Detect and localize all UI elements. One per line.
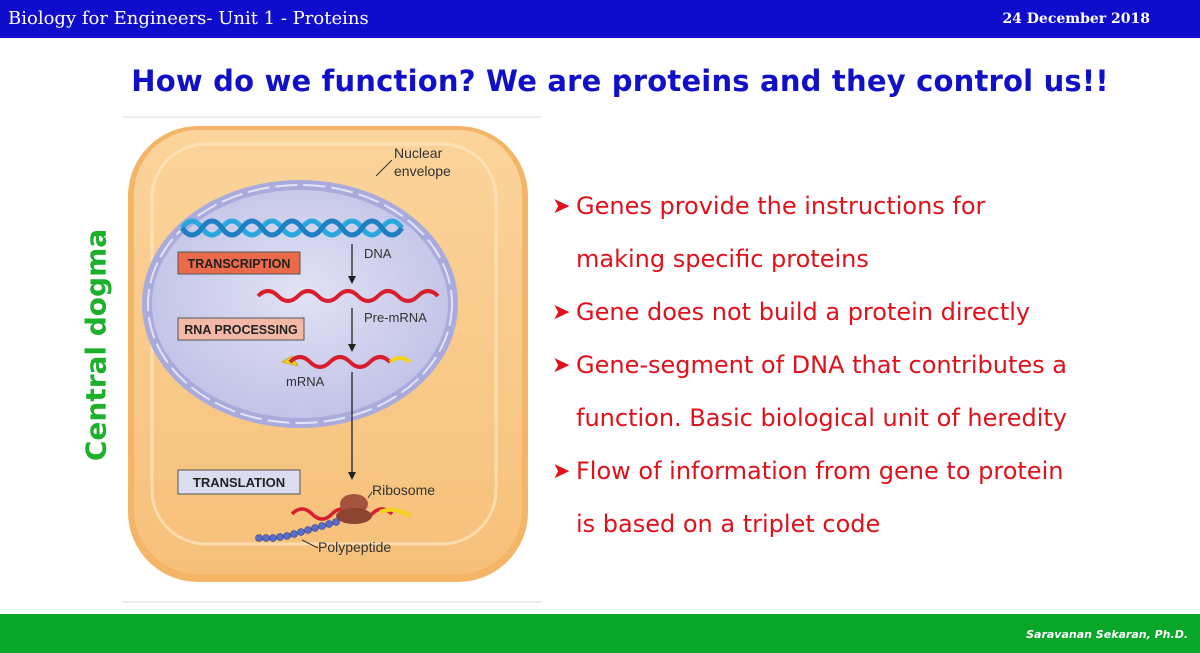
polypeptide-label: Polypeptide — [318, 539, 391, 555]
central-dogma-figure: Nuclear envelope DNA TRANSCRIPTION Pre-m… — [122, 116, 542, 603]
bullet-text: Genes provide the instructions for — [576, 192, 986, 220]
bullet-item: ➤ Gene does not build a protein directly — [552, 286, 1192, 339]
bullet-list: ➤ Genes provide the instructions for mak… — [552, 180, 1192, 551]
slide-date: 24 December 2018 — [1002, 11, 1150, 27]
bullet-item: ➤ Gene-segment of DNA that contributes a… — [552, 339, 1192, 445]
dna-label: DNA — [364, 246, 392, 261]
transcription-label: TRANSCRIPTION — [188, 257, 291, 271]
arrow-bullet-icon: ➤ — [552, 459, 571, 484]
rna-processing-label: RNA PROCESSING — [184, 323, 297, 337]
pre-mrna-strand — [256, 289, 440, 303]
rna-processing-box — [177, 317, 305, 341]
author-name: Saravanan Sekaran, Ph.D. — [1026, 628, 1188, 641]
nuclear-envelope-label-2: envelope — [394, 163, 451, 179]
dna-helix-icon — [179, 218, 405, 238]
polypeptide-chain-icon — [255, 518, 340, 542]
slide-title: How do we function? We are proteins and … — [131, 64, 1109, 98]
translation-box — [177, 469, 301, 495]
arrow-bullet-icon: ➤ — [552, 353, 571, 378]
arrow-bullet-icon: ➤ — [552, 300, 571, 325]
bullet-text-cont: is based on a triplet code — [576, 510, 881, 538]
ribosome-icon — [290, 494, 412, 524]
footer-bar: Saravanan Sekaran, Ph.D. — [0, 614, 1200, 653]
ribosome-label: Ribosome — [372, 482, 435, 498]
bullet-text: Gene-segment of DNA that contributes a — [576, 351, 1068, 379]
bullet-text-cont: function. Basic biological unit of hered… — [576, 404, 1067, 432]
header-bar: Biology for Engineers- Unit 1 - Proteins… — [0, 0, 1200, 38]
bullet-item: ➤ Genes provide the instructions for mak… — [552, 180, 1192, 286]
bullet-item: ➤ Flow of information from gene to prote… — [552, 445, 1192, 551]
pre-mrna-label: Pre-mRNA — [364, 310, 427, 325]
mrna-label: mRNA — [286, 374, 325, 389]
course-title: Biology for Engineers- Unit 1 - Proteins — [8, 8, 369, 29]
bullet-text: Gene does not build a protein directly — [576, 298, 1031, 326]
bullet-text: Flow of information from gene to protein — [576, 457, 1064, 485]
arrow-bullet-icon: ➤ — [552, 194, 571, 219]
transcription-box — [177, 251, 301, 275]
central-dogma-label: Central dogma — [79, 228, 113, 462]
mrna-strand — [280, 355, 412, 369]
nuclear-envelope-label-1: Nuclear — [394, 145, 443, 161]
translation-label: TRANSLATION — [193, 475, 285, 490]
bullet-text-cont: making specific proteins — [576, 245, 869, 273]
